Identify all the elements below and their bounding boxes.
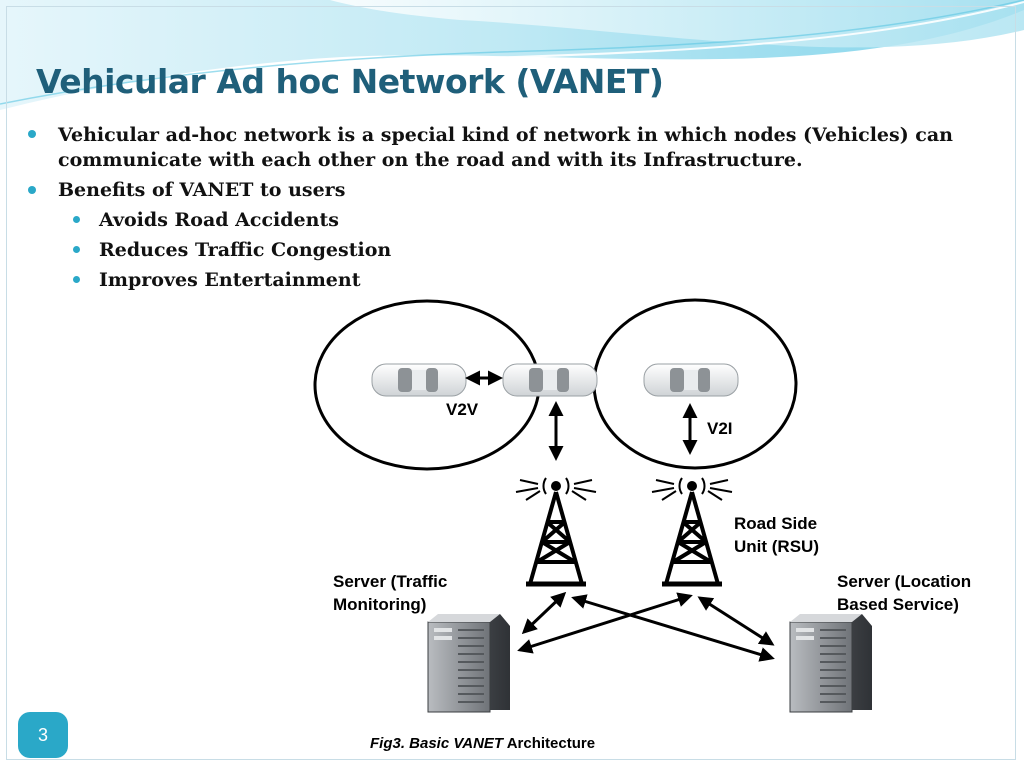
server-icon [427, 614, 510, 713]
v2i-label: V2I [707, 419, 733, 438]
sub-bullet-accidents: Avoids Road Accidents [99, 209, 339, 231]
sub-bullet-congestion: Reduces Traffic Congestion [99, 239, 392, 261]
rsu-label-line: Road Side [734, 514, 818, 533]
rsu-tower-icon [651, 477, 733, 587]
sub-bullet-entertainment: Improves Entertainment [99, 269, 361, 291]
bullet-dot [28, 130, 36, 138]
server-link-arrow [571, 594, 775, 662]
slide-border [6, 6, 1016, 760]
rsu-label-line: Unit (RSU) [734, 537, 819, 556]
header-wave-decoration [0, 0, 1024, 113]
bullet-benefits: Benefits of VANET to users [58, 179, 346, 201]
car-icon [502, 363, 598, 397]
server-link-arrow [697, 596, 775, 646]
figure-caption-rest: Architecture [506, 735, 596, 752]
server-link-arrow [521, 591, 567, 635]
figure-caption-italic: Fig3. Basic VANET [370, 735, 504, 752]
page-number: 3 [18, 712, 68, 758]
server-left-label-line: Server (Traffic [333, 572, 448, 591]
server-right-label-line: Based Service) [837, 595, 959, 614]
car-icon [371, 363, 467, 397]
sub-bullet-dot [73, 246, 80, 253]
server-icon [789, 614, 872, 713]
sub-bullet-dot [73, 216, 80, 223]
server-left-label-line: Monitoring) [333, 595, 427, 614]
v2v-label: V2V [446, 400, 479, 419]
figure-caption: Fig3. Basic VANET Architecture [370, 735, 595, 752]
car-icon [643, 363, 739, 397]
server-right-label-line: Server (Location [837, 572, 972, 591]
slide-title: Vehicular Ad hoc Network (VANET) [36, 62, 664, 101]
bullet-dot [28, 186, 36, 194]
server-link-arrow [517, 592, 693, 654]
sub-bullet-dot [73, 276, 80, 283]
rsu-tower-icon [515, 477, 597, 587]
bullet-definition: Vehicular ad-hoc network is a special ki… [58, 124, 953, 171]
